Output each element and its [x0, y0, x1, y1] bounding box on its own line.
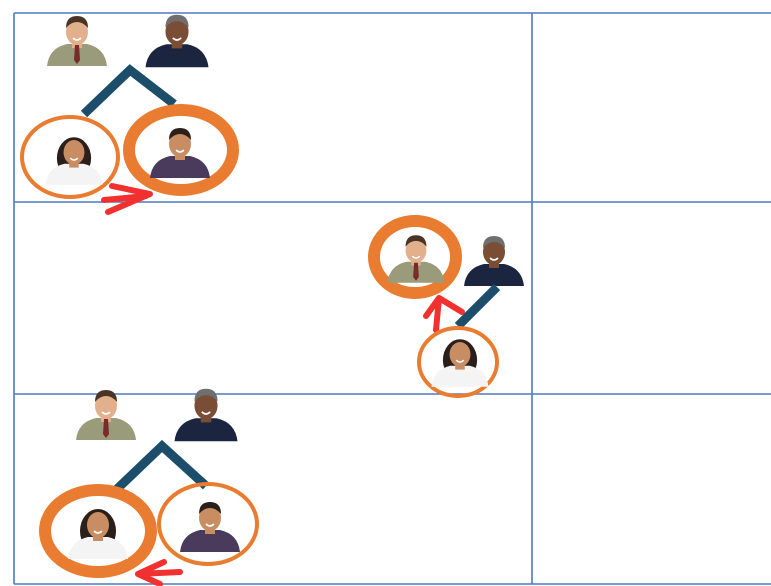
arrow-icon [426, 298, 462, 330]
face [64, 140, 85, 165]
person-icon [76, 390, 136, 440]
face [87, 512, 109, 538]
tie [74, 45, 80, 64]
family-branch [116, 446, 206, 490]
person-icon [46, 137, 103, 185]
person-icon [175, 389, 238, 442]
arrow-icon [104, 186, 150, 212]
arrow-icon [138, 562, 180, 584]
tie [413, 263, 419, 281]
person-icon [146, 15, 209, 67]
family-branch [458, 287, 497, 326]
person-icon [47, 16, 107, 66]
person-icon [150, 128, 210, 178]
person-icon [432, 339, 489, 387]
person-icon [388, 235, 445, 283]
face [450, 342, 471, 367]
person-icon [180, 502, 240, 552]
person-icon [464, 236, 524, 286]
tie [103, 419, 109, 438]
person-icon [68, 509, 128, 559]
